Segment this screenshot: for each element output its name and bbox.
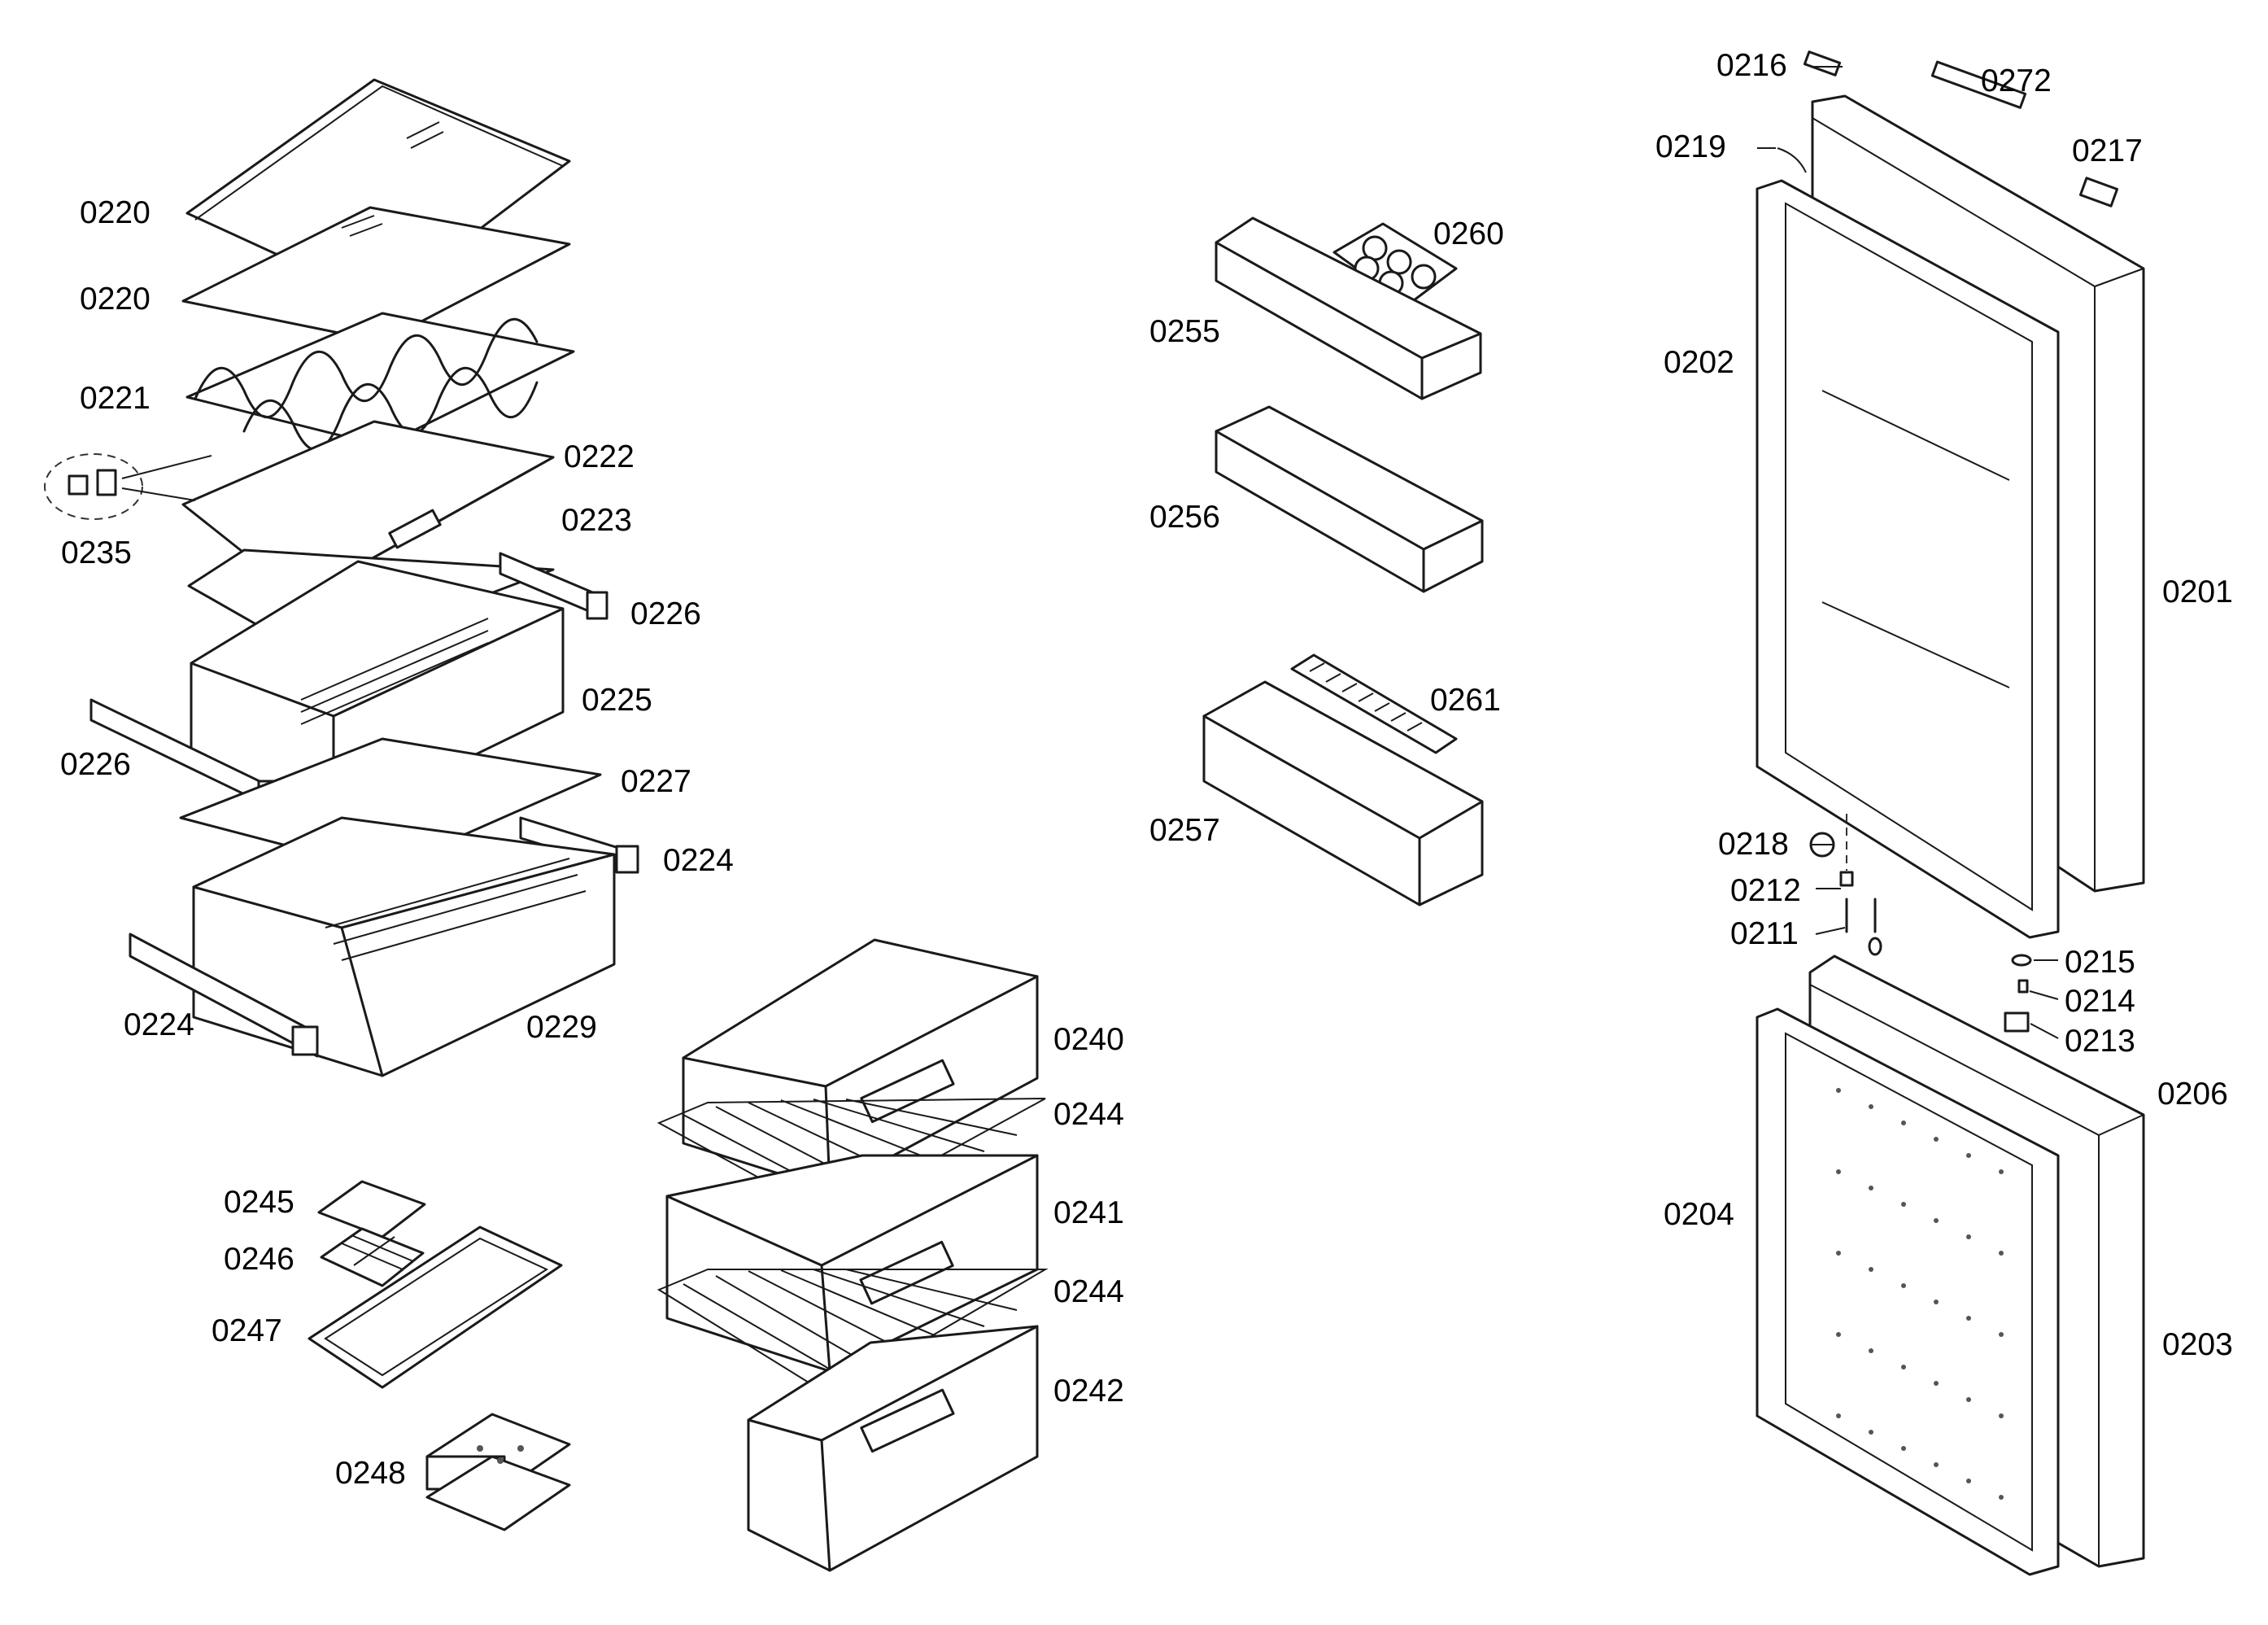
bottom-door-gasket xyxy=(1756,1007,2060,1576)
gasket-dot-pattern xyxy=(1836,1088,2004,1500)
label-0217: 0217 xyxy=(2072,133,2143,168)
label-0242: 0242 xyxy=(1053,1374,1124,1409)
label-0247: 0247 xyxy=(212,1313,282,1348)
label-0248: 0248 xyxy=(335,1456,406,1491)
label-0227: 0227 xyxy=(621,764,691,799)
label-0220-top: 0220 xyxy=(80,195,150,230)
label-0216: 0216 xyxy=(1716,48,1787,83)
label-0219: 0219 xyxy=(1655,129,1726,164)
label-0235: 0235 xyxy=(61,535,132,570)
label-0220-second: 0220 xyxy=(80,282,150,317)
label-0212: 0212 xyxy=(1730,873,1801,908)
label-0211: 0211 xyxy=(1730,916,1799,951)
label-0214: 0214 xyxy=(2065,984,2135,1019)
part-labels: 0220 0220 0221 0222 0223 0235 0226 0226 … xyxy=(60,48,2233,1491)
ice-tray-base xyxy=(307,1225,563,1389)
label-0224-left: 0224 xyxy=(124,1007,194,1042)
runner-rail-right-upper xyxy=(499,552,608,620)
label-0218: 0218 xyxy=(1718,827,1789,862)
bottle-rack xyxy=(185,312,575,451)
freezer-drawer-top xyxy=(682,938,1039,1191)
label-0245: 0245 xyxy=(224,1185,294,1220)
label-0255: 0255 xyxy=(1149,314,1220,349)
door-bin-bottom xyxy=(1202,680,1484,906)
label-0226-right: 0226 xyxy=(630,596,701,631)
label-0204: 0204 xyxy=(1664,1197,1734,1232)
label-0257: 0257 xyxy=(1149,813,1220,848)
freezer-drawer-bottom xyxy=(747,1325,1039,1572)
label-0241: 0241 xyxy=(1053,1195,1124,1230)
top-door-gasket xyxy=(1756,179,2060,939)
crisper-drawer xyxy=(192,816,616,1077)
ice-cube-tray xyxy=(320,1227,425,1287)
label-0229: 0229 xyxy=(526,1010,597,1045)
cold-packs xyxy=(425,1413,571,1531)
label-0201: 0201 xyxy=(2162,574,2233,609)
bottle-divider xyxy=(1290,653,1458,754)
hinge-hardware xyxy=(1809,814,2032,1033)
label-0224-right: 0224 xyxy=(663,843,734,878)
label-0222: 0222 xyxy=(564,439,635,474)
top-trim-parts xyxy=(1777,50,2119,207)
door-bin-top xyxy=(1215,216,1482,400)
ice-tray-lid xyxy=(317,1180,426,1238)
label-0246: 0246 xyxy=(224,1242,294,1277)
label-0221: 0221 xyxy=(80,381,150,416)
label-0244-lower: 0244 xyxy=(1053,1274,1124,1309)
label-0203: 0203 xyxy=(2162,1327,2233,1362)
wire-grid-lower xyxy=(656,1269,1049,1397)
label-0225: 0225 xyxy=(582,683,652,718)
shelf-clip-detail xyxy=(44,453,212,520)
label-0240: 0240 xyxy=(1053,1022,1124,1057)
label-0223: 0223 xyxy=(561,503,632,538)
leader-lines xyxy=(1757,66,2059,1039)
label-0260: 0260 xyxy=(1433,216,1504,251)
runner-rail-left-lower xyxy=(129,933,319,1058)
label-0215: 0215 xyxy=(2065,945,2135,980)
label-0213: 0213 xyxy=(2065,1024,2135,1059)
label-0206: 0206 xyxy=(2157,1077,2228,1112)
label-0261: 0261 xyxy=(1430,683,1501,718)
door-bin-middle xyxy=(1215,405,1484,593)
label-0226-left: 0226 xyxy=(60,747,131,782)
glass-shelf-second xyxy=(181,206,571,343)
label-0244-upper: 0244 xyxy=(1053,1097,1124,1132)
label-0272: 0272 xyxy=(1981,63,2052,98)
label-0202: 0202 xyxy=(1664,345,1734,380)
label-0256: 0256 xyxy=(1149,500,1220,535)
